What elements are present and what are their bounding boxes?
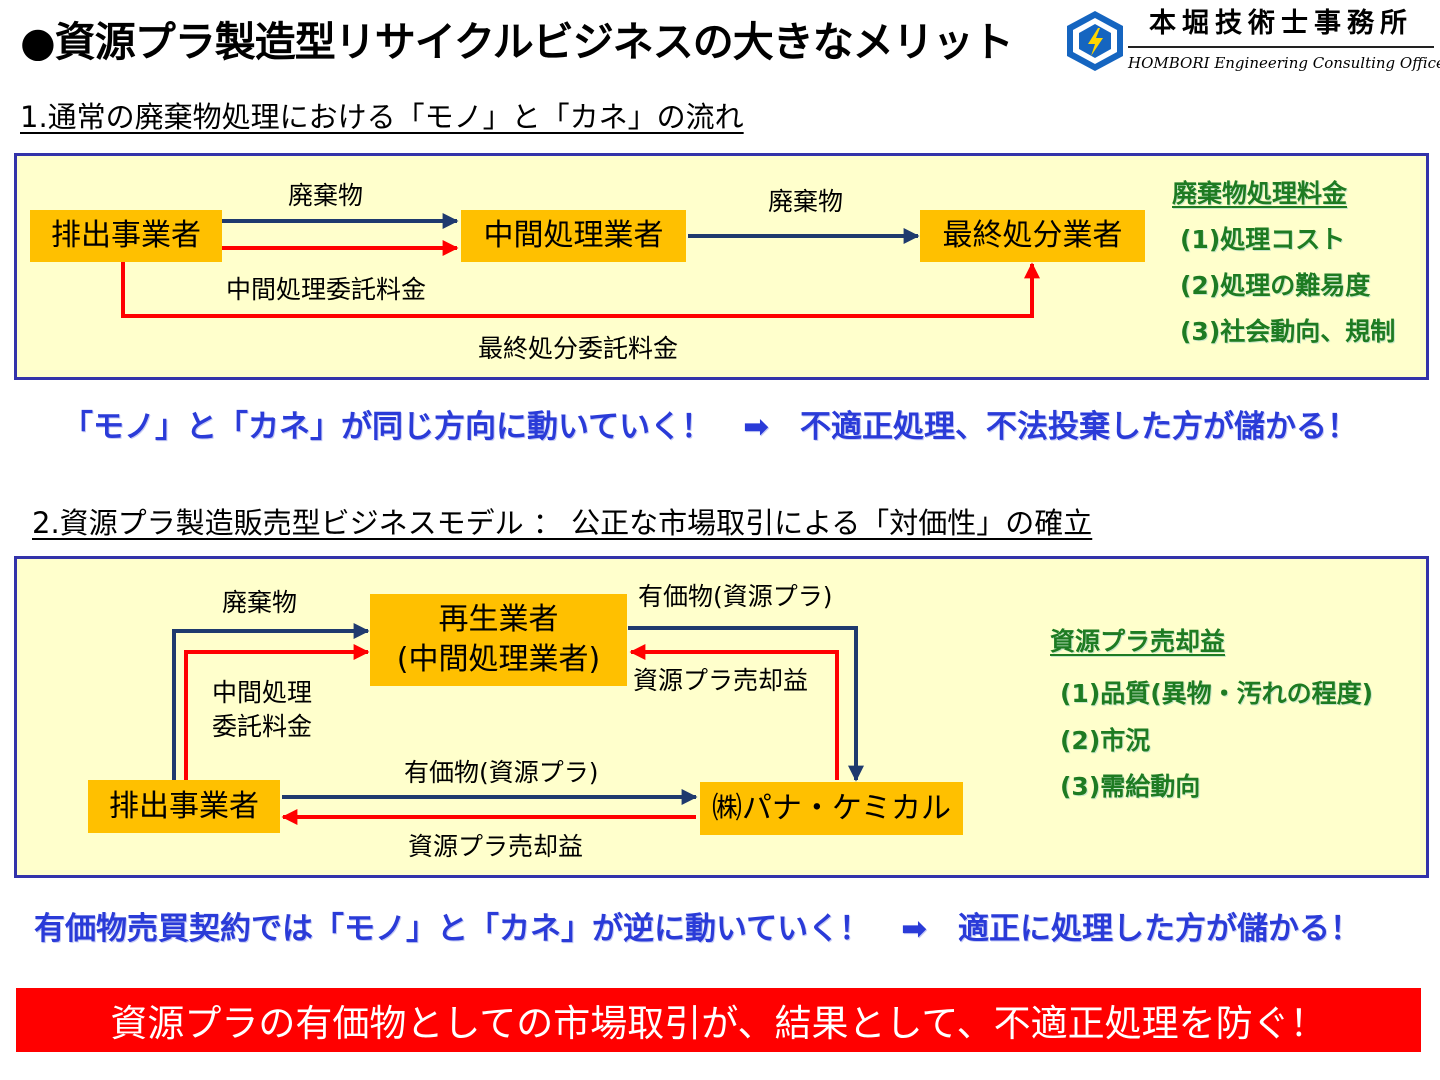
s2-side-title: 資源プラ売却益 (1050, 627, 1226, 656)
s2-label-fee: 中間処理 委託料金 (212, 678, 313, 741)
s1-label-fee-final: 最終処分委託料金 (478, 334, 679, 363)
s2-label-valuable-top: 有価物(資源プラ) (638, 582, 833, 611)
s1-side-title: 廃棄物処理料金 (1172, 179, 1348, 208)
s2-side-item-2: (2)市況 (1060, 726, 1151, 755)
s2-label-valuable-mid: 有価物(資源プラ) (404, 758, 599, 787)
section1-heading: 1.通常の廃棄物処理における「モノ」と「カネ」の流れ (20, 100, 744, 134)
s1-fee-arrow-final (121, 262, 1040, 318)
page-title: ●資源プラ製造型リサイクルビジネスの大きなメリット (20, 18, 1014, 66)
s2-node-emitter: 排出事業者 (88, 780, 280, 833)
logo-mark-icon (1067, 11, 1123, 71)
s2-fee-arrow (184, 644, 370, 780)
section2-heading: 2.資源プラ製造販売型ビジネスモデル ： 公正な市場取引による「対価性」の確立 (32, 506, 1093, 540)
s2-message: 有価物売買契約では「モノ」と「カネ」が逆に動いていく！ ➡ 適正に処理した方が儲… (34, 911, 1362, 947)
s2-side-item-3: (3)需給動向 (1060, 772, 1201, 801)
logo-mark (1062, 8, 1128, 74)
s1-side-item-3: (3)社会動向、規制 (1180, 317, 1396, 346)
logo-english-name: HOMBORI Engineering Consulting Office (1128, 54, 1440, 72)
s2-waste-arrow (172, 623, 370, 780)
logo-name: 本堀技術士事務所 (1149, 8, 1413, 39)
s2-label-proceeds-bottom: 資源プラ売却益 (408, 832, 584, 861)
s2-valuable-arrow-top (628, 626, 864, 782)
s1-label-waste-2: 廃棄物 (768, 187, 844, 216)
s2-proceeds-arrow-top (629, 644, 839, 780)
logo-divider (1128, 46, 1434, 48)
s1-message: 「モノ」と「カネ」が同じ方向に動いていく！ ➡ 不適正処理、不法投棄した方が儲か… (62, 409, 1359, 445)
s1-label-waste-1: 廃棄物 (288, 181, 364, 210)
s1-side-item-1: (1)処理コスト (1180, 225, 1346, 254)
s1-label-fee-intermediate: 中間処理委託料金 (226, 275, 427, 304)
s1-side-item-2: (2)処理の難易度 (1180, 271, 1371, 300)
s1-node-final: 最終処分業者 (920, 210, 1145, 262)
section1-panel (14, 153, 1429, 380)
conclusion-banner: 資源プラの有価物としての市場取引が、結果として、不適正処理を防ぐ！ (16, 988, 1421, 1052)
s2-label-proceeds-top: 資源プラ売却益 (633, 666, 809, 695)
s1-node-intermediate: 中間処理業者 (461, 210, 686, 262)
s1-node-emitter: 排出事業者 (30, 210, 222, 262)
s2-label-waste: 廃棄物 (222, 588, 298, 617)
s2-node-recycler: 再生業者 (中間処理業者) (370, 594, 627, 686)
s2-side-item-1: (1)品質(異物・汚れの程度) (1060, 679, 1374, 708)
s2-node-pana-chemical: ㈱パナ・ケミカル (700, 782, 963, 835)
